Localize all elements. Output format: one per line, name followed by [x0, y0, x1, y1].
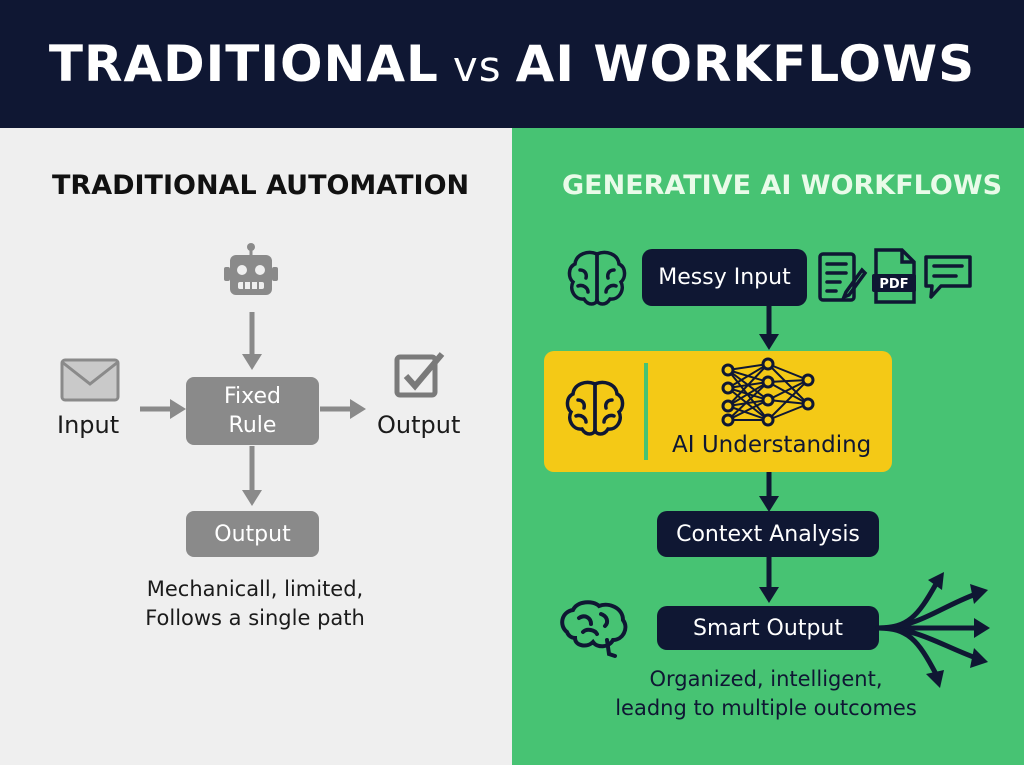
fixed-rule-box: Fixed Rule [186, 377, 319, 445]
context-analysis-box: Context Analysis [657, 511, 879, 557]
arrow-right-to-output [320, 399, 366, 419]
arrow-to-smart-output [759, 557, 779, 603]
bottom-output-box: Output [186, 511, 319, 557]
rule-line-1: Fixed [223, 384, 281, 409]
document-edit-icon [818, 252, 868, 302]
smart-output-box: Smart Output [657, 606, 879, 650]
brain-icon [567, 250, 627, 306]
title-right: AI WORKFLOWS [515, 35, 976, 93]
ai-caption-line-1: Organized, intelligent, [649, 667, 883, 691]
ai-understanding-label: AI Understanding [672, 432, 872, 458]
input-label: Input [57, 411, 120, 439]
side-output-label: Output [377, 411, 461, 439]
traditional-caption: Mechanicall, limited, Follows a single p… [90, 575, 420, 633]
traditional-heading: TRADITIONAL AUTOMATION [52, 170, 470, 201]
rule-line-2: Rule [228, 413, 277, 438]
traditional-caption-line-1: Mechanicall, limited, [146, 577, 364, 601]
ai-box-divider [644, 363, 648, 460]
traditional-panel [0, 128, 512, 765]
neural-network-icon [721, 357, 815, 427]
pdf-icon-text: PDF [879, 277, 908, 292]
chat-icon [924, 255, 972, 299]
checkbox-icon [394, 352, 445, 398]
traditional-caption-line-2: Follows a single path [145, 606, 365, 630]
brain-icon-2 [565, 380, 625, 436]
context-analysis-label: Context Analysis [676, 521, 860, 547]
smart-output-label: Smart Output [693, 615, 843, 641]
arrow-down-to-rule [242, 312, 262, 370]
messy-input-box: Messy Input [642, 249, 807, 306]
ai-caption-line-2: leadng to multiple outcomes [615, 696, 917, 720]
arrow-to-understanding [759, 306, 779, 350]
branch-arrows-icon [875, 572, 990, 688]
arrow-right-to-rule [140, 399, 186, 419]
brain-side-icon [560, 600, 628, 658]
pdf-icon: PDF [872, 248, 916, 304]
ai-caption: Organized, intelligent, leadng to multip… [596, 665, 936, 723]
title-left: TRADITIONAL [48, 35, 439, 93]
ai-understanding-box [544, 351, 892, 472]
page-title: TRADITIONAL vs AI WORKFLOWS [49, 35, 975, 93]
arrow-to-context [759, 472, 779, 512]
title-vs: vs [452, 42, 502, 91]
envelope-icon [60, 358, 120, 402]
bottom-output-label: Output [214, 521, 291, 547]
messy-input-label: Messy Input [658, 265, 791, 290]
arrow-down-to-output [242, 446, 262, 506]
ai-heading: GENERATIVE AI WORKFLOWS [562, 170, 1003, 201]
title-bar: TRADITIONAL vs AI WORKFLOWS [0, 0, 1024, 128]
robot-icon [224, 243, 278, 295]
